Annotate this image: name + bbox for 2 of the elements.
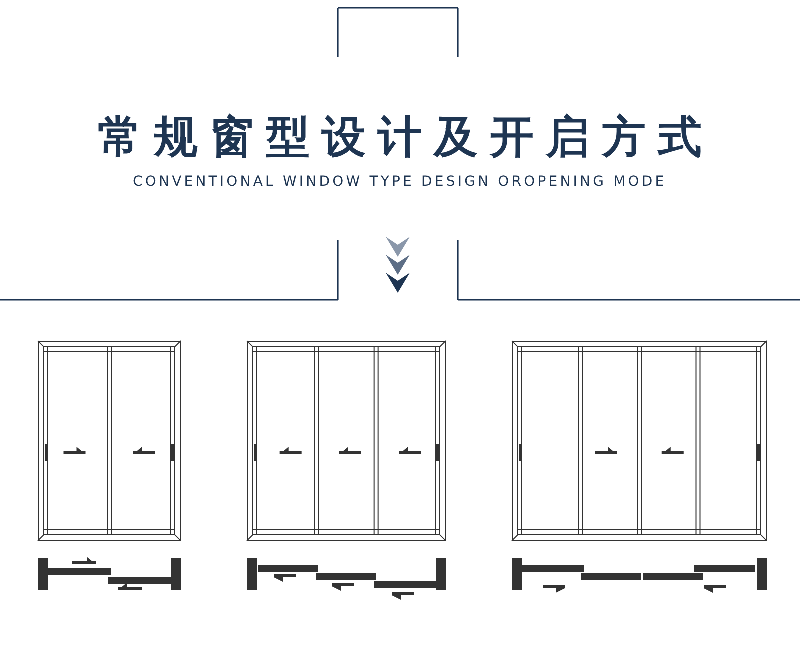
title: 常规窗型设计及开启方式: [97, 111, 714, 165]
subtitle: CONVENTIONAL WINDOW TYPE DESIGN OROPENING MODE: [133, 174, 667, 190]
